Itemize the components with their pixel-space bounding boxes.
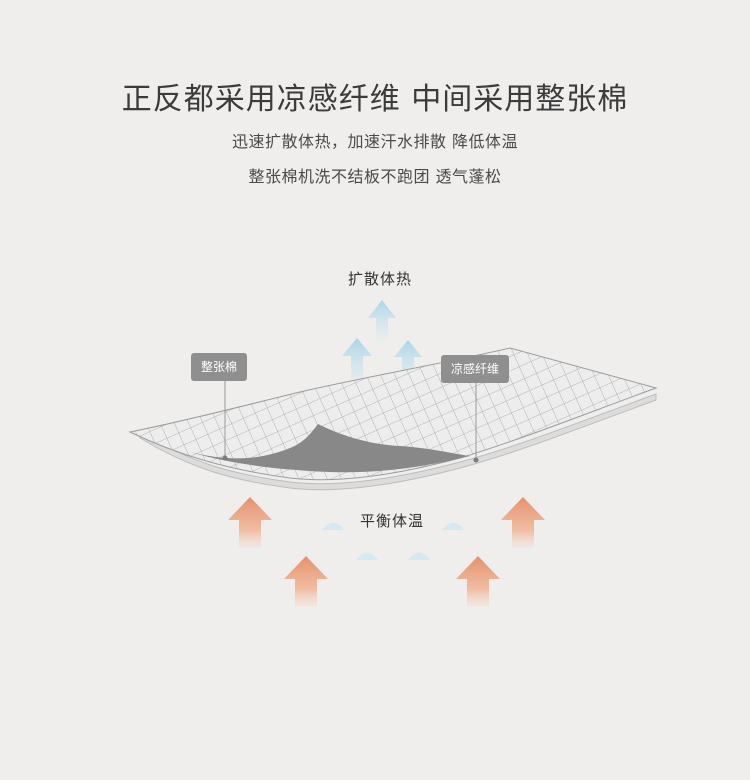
heat-dispersal-label: 扩散体热: [348, 270, 413, 288]
heat-dispersal-arrows: [342, 300, 422, 385]
quilt-top-surface: [128, 347, 658, 481]
up-arrow-icon: [342, 338, 372, 385]
up-arrow-icon: [228, 497, 272, 548]
quilt-peel-layer: [190, 424, 470, 473]
up-arrow-icon: [456, 556, 500, 607]
warm-air-arrows: [228, 497, 545, 607]
subtitle-line-2: 整张棉机洗不结板不跑团 透气蓬松: [248, 167, 502, 186]
cool-air-bubbles: [322, 522, 464, 560]
up-arrow-icon: [501, 497, 545, 548]
temperature-balance-label: 平衡体温: [360, 512, 425, 530]
page-title: 正反都采用凉感纤维 中间采用整张棉: [121, 82, 629, 117]
subtitle-line-1: 迅速扩散体热，加速汗水排散 降低体温: [231, 132, 519, 151]
tag-anchor-dot: [222, 455, 228, 461]
cotton-layer-tag: 整张棉: [191, 353, 248, 381]
up-arrow-icon: [284, 556, 328, 607]
up-arrow-icon: [368, 300, 396, 340]
cooling-fiber-tag: 凉感纤维: [441, 355, 510, 383]
up-arrow-icon: [394, 340, 422, 384]
quilt-bottom-layer: [139, 393, 657, 491]
tag-anchor-dot: [473, 457, 479, 463]
